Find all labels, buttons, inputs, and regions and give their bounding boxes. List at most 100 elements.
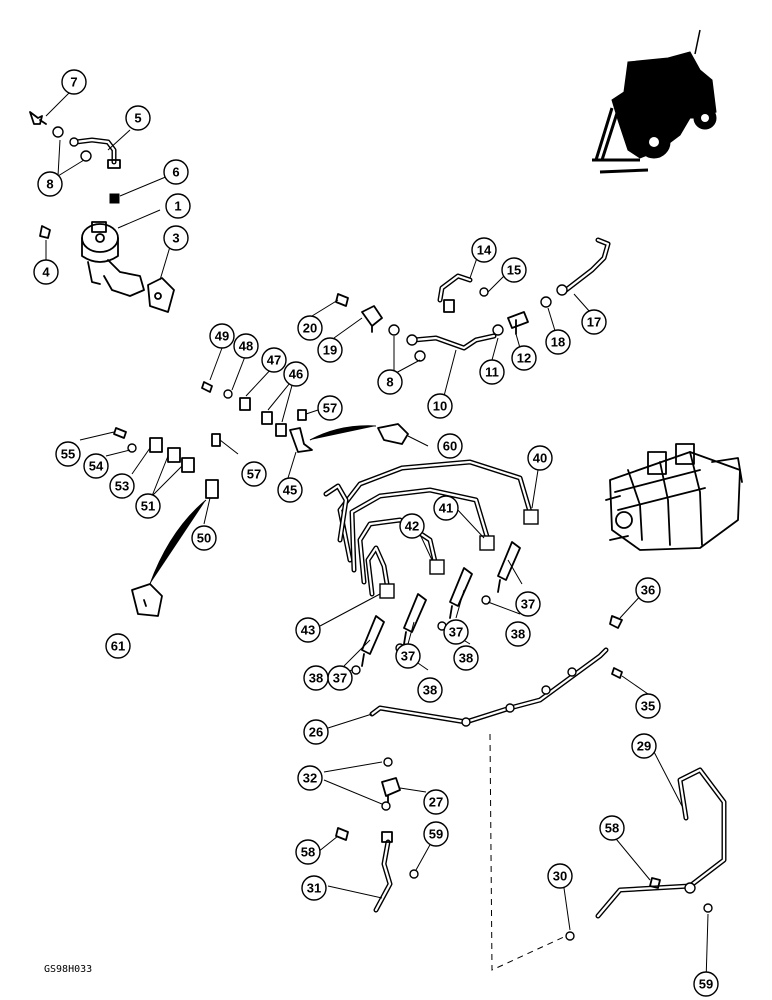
- callout-3: 3: [163, 225, 189, 251]
- callout-4: 4: [33, 259, 59, 285]
- svg-text:35: 35: [641, 699, 655, 714]
- bracket-60: [377, 423, 409, 445]
- washer-59b: [703, 903, 713, 913]
- callout-47: 47: [261, 347, 287, 373]
- bolt-49: [201, 381, 213, 393]
- callout-5: 5: [125, 105, 151, 131]
- callout-8b: 8: [377, 369, 403, 395]
- svg-text:37: 37: [521, 597, 535, 612]
- bolt-20: [335, 293, 349, 307]
- svg-text:49: 49: [215, 329, 229, 344]
- callout-50: 50: [191, 525, 217, 551]
- bolt-58a: [335, 827, 349, 841]
- svg-text:20: 20: [303, 321, 317, 336]
- forklift-icon: [592, 29, 717, 174]
- callout-42: 42: [399, 513, 425, 539]
- callout-17: 17: [581, 309, 607, 335]
- svg-text:50: 50: [197, 531, 211, 546]
- svg-text:12: 12: [517, 351, 531, 366]
- svg-text:58: 58: [605, 821, 619, 836]
- svg-text:26: 26: [309, 725, 323, 740]
- svg-text:1: 1: [174, 199, 181, 214]
- svg-text:57: 57: [323, 401, 337, 416]
- callout-57a: 57: [317, 395, 343, 421]
- lift-pump: [81, 221, 145, 297]
- callout-15: 15: [501, 257, 527, 283]
- svg-text:61: 61: [111, 639, 125, 654]
- callout-46: 46: [283, 361, 309, 387]
- fuel-line-17: [556, 237, 611, 296]
- callout-48: 48: [233, 333, 259, 359]
- callouts: 1 3 4 5 6 7 8 8 10 11 12 14 15 17 18 19 …: [33, 69, 719, 997]
- callout-7: 7: [61, 69, 87, 95]
- washer-59a: [409, 869, 419, 879]
- bolt-57b: [211, 433, 221, 447]
- svg-text:32: 32: [303, 771, 317, 786]
- callout-14: 14: [471, 237, 497, 263]
- svg-text:29: 29: [637, 739, 651, 754]
- svg-text:55: 55: [61, 447, 75, 462]
- svg-text:6: 6: [172, 165, 179, 180]
- bolt-35: [611, 667, 623, 679]
- callout-19: 19: [317, 337, 343, 363]
- svg-text:30: 30: [553, 869, 567, 884]
- bolt-7: [29, 111, 47, 125]
- callout-49: 49: [209, 323, 235, 349]
- callout-37b: 37: [443, 619, 469, 645]
- callout-18: 18: [545, 329, 571, 355]
- svg-text:45: 45: [283, 483, 297, 498]
- washer-15: [479, 287, 489, 297]
- bolt-4: [39, 225, 51, 239]
- washer-48: [223, 389, 233, 399]
- bracket-45: [289, 427, 313, 453]
- bolt-57a: [297, 409, 307, 421]
- callout-26: 26: [303, 719, 329, 745]
- bolt-55: [113, 427, 127, 439]
- svg-text:17: 17: [587, 315, 601, 330]
- callout-51: 51: [135, 493, 161, 519]
- fuel-line-5: [69, 137, 121, 169]
- fuel-line-10: [406, 333, 497, 351]
- svg-text:15: 15: [507, 263, 521, 278]
- callout-29: 29: [631, 733, 657, 759]
- washer-8b: [80, 150, 92, 162]
- svg-text:11: 11: [485, 365, 499, 380]
- svg-text:57: 57: [247, 467, 261, 482]
- callout-36: 36: [635, 577, 661, 603]
- washer-38d: [351, 665, 361, 675]
- injectors: [361, 541, 521, 667]
- callout-38b: 38: [453, 645, 479, 671]
- callout-37d: 37: [327, 665, 353, 691]
- callout-37c: 37: [395, 643, 421, 669]
- svg-text:38: 38: [459, 651, 473, 666]
- leader-lines: [45, 89, 709, 983]
- clamp-47: [239, 397, 251, 411]
- svg-text:4: 4: [42, 265, 50, 280]
- callout-11: 11: [479, 359, 505, 385]
- svg-text:36: 36: [641, 583, 655, 598]
- svg-text:8: 8: [46, 177, 53, 192]
- injector-pipes: [323, 459, 539, 599]
- fuel-line-29: [595, 767, 727, 919]
- svg-text:43: 43: [301, 623, 315, 638]
- svg-text:46: 46: [289, 367, 303, 382]
- callout-20: 20: [297, 315, 323, 341]
- washer-8a: [52, 126, 64, 138]
- washer-32a: [383, 757, 393, 767]
- callout-41: 41: [433, 495, 459, 521]
- svg-text:7: 7: [70, 75, 77, 90]
- fuel-line-31: [373, 831, 393, 913]
- svg-text:14: 14: [477, 243, 492, 258]
- washer-11: [492, 324, 504, 336]
- callout-8a: 8: [37, 171, 63, 197]
- callout-59a: 59: [423, 821, 449, 847]
- callout-60: 60: [437, 433, 463, 459]
- svg-text:48: 48: [239, 339, 253, 354]
- arrow-61: [149, 499, 207, 585]
- clamp-53: [149, 437, 163, 453]
- svg-text:51: 51: [141, 499, 155, 514]
- injection-pump-icon: [605, 443, 743, 551]
- callout-55: 55: [55, 441, 81, 467]
- bolt-36: [609, 615, 623, 629]
